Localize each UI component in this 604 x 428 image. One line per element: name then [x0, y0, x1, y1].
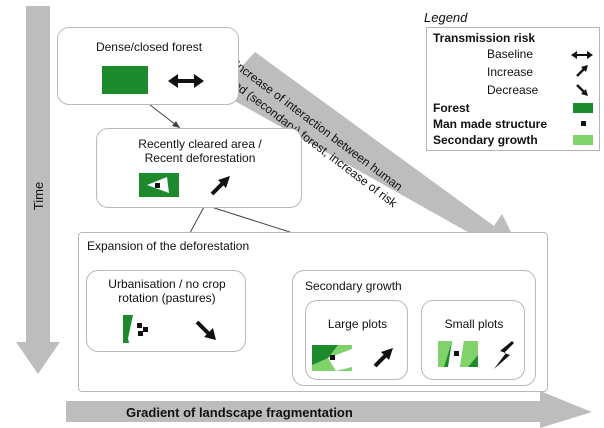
secondary-growth-title: Secondary growth [305, 279, 402, 293]
legend-secondary-growth-label: Secondary growth [433, 133, 538, 147]
dense-forest-box: Dense/closed forest [57, 27, 239, 105]
expansion-title: Expansion of the deforestation [87, 239, 250, 253]
double-headed-arrow-icon [168, 74, 204, 88]
legend-box: Transmission risk Baseline Increase Decr… [426, 27, 600, 151]
time-label: Time [31, 181, 46, 211]
recently-cleared-title-line2: Recent deforestation [144, 151, 256, 165]
legend-man-made-swatch [581, 121, 586, 126]
large-plots-title: Large plots [327, 317, 388, 331]
legend-decrease-label: Decrease [487, 83, 539, 97]
recently-cleared-title-line1: Recently cleared area / [138, 137, 262, 151]
dense-forest-title: Dense/closed forest [95, 40, 203, 54]
gradient-arrow [66, 391, 592, 428]
small-plots-box: Small plots [421, 300, 525, 380]
legend-secondary-growth-swatch [573, 135, 593, 145]
small-plots-title: Small plots [444, 317, 504, 331]
double-headed-arrow-icon [571, 51, 593, 59]
legend-title: Legend [424, 10, 468, 25]
urbanisation-box: Urbanisation / no crop rotation (pasture… [86, 270, 246, 352]
large-plots-patch [312, 345, 352, 371]
urbanisation-title-line1: Urbanisation / no crop [108, 277, 226, 291]
forest-patch [102, 66, 148, 94]
cleared-forest-patch [139, 173, 179, 197]
urbanisation-title-line2: rotation (pastures) [118, 291, 216, 305]
up-right-arrow-icon [210, 176, 230, 196]
legend-man-made-label: Man made structure [433, 117, 548, 131]
risk-diagonal-arrow [233, 52, 526, 262]
down-right-arrow-icon [576, 84, 588, 96]
legend-forest-label: Forest [433, 101, 470, 115]
small-plots-patch [438, 341, 478, 367]
legend-transmission-risk: Transmission risk [433, 31, 536, 45]
legend-baseline-label: Baseline [487, 47, 534, 61]
gradient-label: Gradient of landscape fragmentation [126, 405, 353, 420]
legend-forest-swatch [573, 103, 593, 113]
up-right-arrow-icon [373, 348, 393, 368]
up-right-arrow-icon [576, 65, 588, 77]
urban-patch [123, 315, 163, 343]
down-right-arrow-icon [195, 320, 216, 340]
time-arrow [16, 6, 60, 374]
legend-increase-label: Increase [487, 65, 534, 79]
large-plots-box: Large plots [305, 300, 408, 380]
recently-cleared-box: Recently cleared area / Recent deforesta… [96, 128, 302, 208]
zigzag-arrow-icon [494, 341, 514, 369]
